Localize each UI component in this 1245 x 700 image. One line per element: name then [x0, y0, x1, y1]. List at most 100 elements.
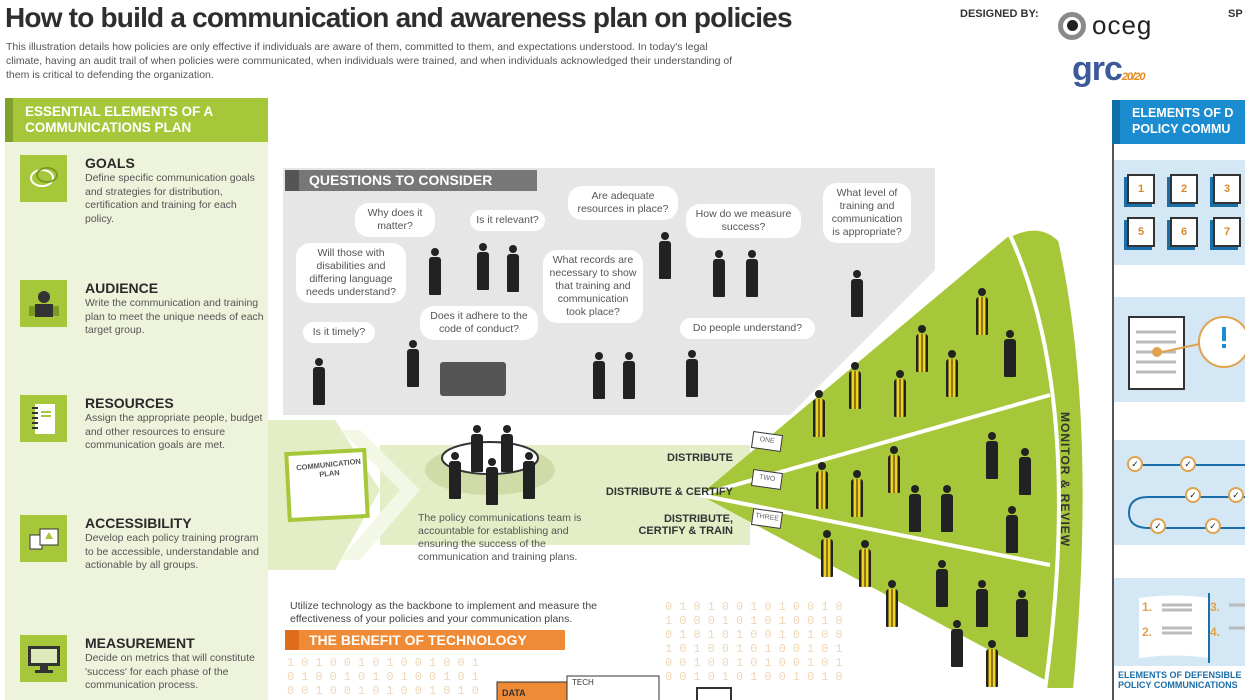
person-figure	[858, 540, 872, 588]
person-figure	[812, 390, 826, 438]
speech-bubble: Do people understand?	[680, 318, 815, 339]
person-figure	[975, 288, 989, 336]
person-figure	[885, 580, 899, 628]
level-distribute-certify-train: DISTRIBUTE, CERTIFY & TRAIN	[638, 513, 733, 537]
person-figure	[406, 340, 420, 396]
element-text: Write the communication and training pla…	[85, 297, 264, 336]
oceg-logo[interactable]: oceg	[1058, 10, 1152, 41]
person-figure	[985, 640, 999, 688]
person-figure	[428, 248, 442, 296]
monitor-review-label: MONITOR & REVIEW	[1058, 412, 1072, 548]
grc-logo[interactable]: grc20/20	[1072, 50, 1146, 89]
speech-bubble: Are adequate resources in place?	[568, 186, 678, 220]
data-label: DATA	[502, 688, 526, 698]
person-figure	[1015, 590, 1029, 638]
speech-bubble: Will those with disabilities and differi…	[296, 243, 406, 303]
speech-bubble: Is it relevant?	[470, 210, 545, 231]
element-title: GOALS	[85, 155, 135, 171]
person-figure	[448, 452, 462, 499]
intro-text: This illustration details how policies a…	[6, 41, 733, 81]
device-icon	[696, 687, 732, 700]
element-title: AUDIENCE	[85, 280, 159, 296]
step-number: 2	[1170, 174, 1198, 204]
element-title: RESOURCES	[85, 395, 174, 411]
step-number: 6	[1170, 217, 1198, 247]
tech-label: TECH	[572, 678, 594, 687]
speech-bubble: What records are necessary to show that …	[543, 250, 643, 323]
person-figure	[945, 350, 959, 398]
element-title: ACCESSIBILITY	[85, 515, 192, 531]
person-figure	[815, 462, 829, 510]
check-icon: ✓	[1185, 487, 1201, 503]
monitor-review-arc	[1007, 226, 1087, 692]
open-book-icon	[1139, 593, 1245, 663]
open-book-box	[1114, 578, 1245, 666]
grc-logo-text: grc	[1072, 50, 1123, 88]
speech-bubble: Is it timely?	[303, 322, 375, 343]
notebook-icon	[20, 395, 67, 442]
person-figure	[745, 250, 759, 298]
level-distribute: DISTRIBUTE	[667, 452, 733, 464]
person-figure	[908, 485, 922, 533]
book-number: 1.	[1142, 600, 1153, 614]
speech-bubble: Why does it matter?	[355, 203, 435, 237]
fan-divider-2	[699, 493, 1051, 567]
person-figure	[893, 370, 907, 418]
defensible-communications-heading: ELEMENTS OF D POLICY COMMU	[1112, 100, 1245, 144]
questions-heading: QUESTIONS TO CONSIDER	[285, 170, 537, 191]
speech-bubble: How do we measure success?	[686, 204, 801, 238]
document-alert-icon	[1128, 316, 1245, 390]
step-number: 5	[1127, 217, 1155, 247]
book-number: 3.	[1210, 600, 1221, 614]
person-figure	[1005, 506, 1019, 554]
person-figure	[850, 270, 864, 318]
person-figure	[985, 432, 999, 480]
page-title: How to build a communication and awarene…	[5, 2, 793, 33]
chevron-arrow	[340, 430, 420, 560]
person-figure	[887, 446, 901, 494]
person-figure	[622, 352, 636, 400]
person-figure	[850, 470, 864, 518]
person-figure	[950, 620, 964, 668]
person-figure	[500, 425, 514, 472]
oceg-logo-text: oceg	[1092, 10, 1153, 40]
person-figure	[476, 243, 490, 291]
fan-wedge	[700, 235, 1059, 680]
check-icon: ✓	[1180, 456, 1196, 472]
binary-background-left: 1010010100100101001010100101001001010010…	[287, 656, 486, 698]
communication-plan-doc	[284, 447, 370, 523]
step-number: 7	[1213, 217, 1241, 247]
person-figure	[712, 250, 726, 298]
person-figure	[485, 458, 499, 505]
oceg-logo-mark-icon	[1058, 11, 1086, 40]
desk-meeting-illustration	[440, 362, 506, 396]
monitor-chart-icon	[20, 635, 67, 682]
person-figure	[820, 530, 834, 578]
person-figure	[592, 352, 606, 400]
defensible-communications-panel	[1112, 100, 1245, 700]
check-icon: ✓	[1228, 487, 1244, 503]
sponsor-label: SP	[1228, 8, 1243, 20]
level-distribute-certify: DISTRIBUTE & CERTIFY	[605, 486, 733, 498]
element-text: Decide on metrics that will constitute '…	[85, 652, 255, 691]
speech-bubble: What level of training and communication…	[823, 183, 911, 243]
person-figure	[658, 232, 672, 280]
accessibility-icon	[20, 515, 67, 562]
tech-box	[566, 675, 660, 700]
technology-intro: Utilize technology as the backbone to im…	[290, 600, 598, 625]
people-group-icon	[20, 280, 67, 327]
check-icon: ✓	[1205, 518, 1221, 534]
grc-logo-suffix: 20/20	[1121, 71, 1146, 83]
designed-by-label: DESIGNED BY:	[960, 8, 1039, 20]
person-figure	[1003, 330, 1017, 378]
binary-background: 0101001010010100010101001001010100101001…	[665, 600, 850, 684]
element-title: MEASUREMENT	[85, 635, 195, 651]
person-figure	[312, 358, 326, 406]
book-number: 4.	[1210, 625, 1221, 639]
person-figure	[685, 350, 699, 398]
speech-bubbles-icon	[20, 155, 67, 202]
person-figure	[848, 362, 862, 410]
person-figure	[940, 485, 954, 533]
step-number: 1	[1127, 174, 1155, 204]
person-figure	[470, 425, 484, 472]
